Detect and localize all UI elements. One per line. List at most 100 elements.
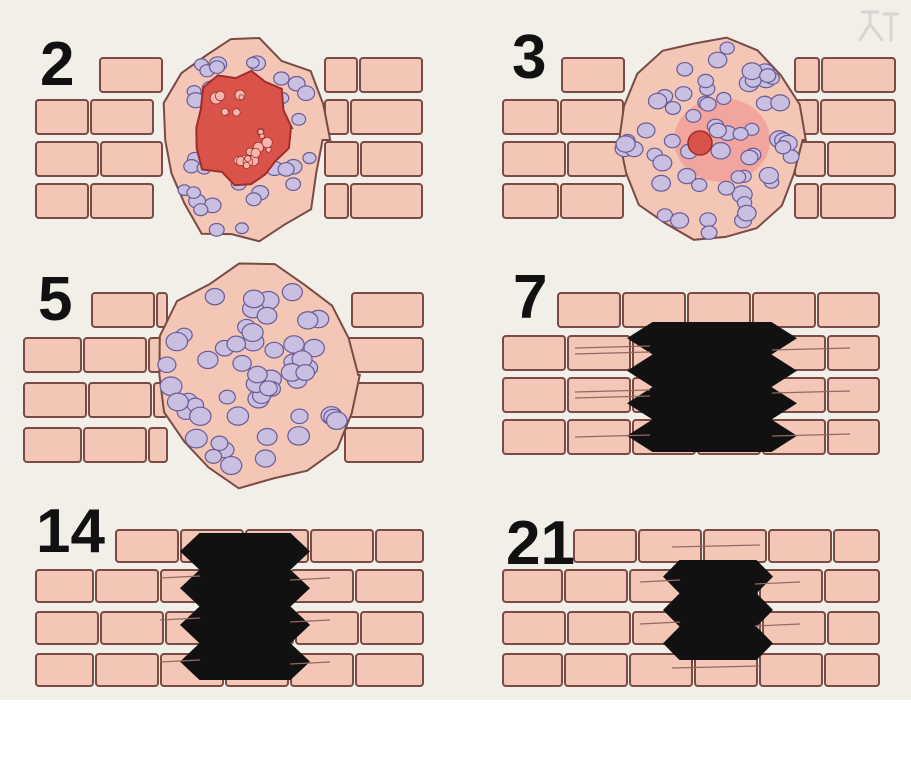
immune-cell <box>647 92 668 110</box>
immune-cell <box>232 354 252 372</box>
stage-panel-4: 7 <box>502 263 880 455</box>
tissue-cell <box>768 529 832 563</box>
tissue-cell <box>355 653 424 687</box>
tissue-cell <box>95 653 159 687</box>
immune-cell <box>699 96 717 112</box>
collagen-fiber <box>771 433 851 437</box>
collagen-fiber <box>574 395 651 399</box>
immune-cell <box>652 154 673 172</box>
tissue-cell <box>83 427 147 463</box>
immune-cell <box>157 356 177 374</box>
immune-cell <box>325 411 348 431</box>
tissue-cell <box>573 529 637 563</box>
platelet <box>261 136 273 149</box>
tissue-cell <box>824 653 880 687</box>
tissue-cell <box>502 653 563 687</box>
collagen-fiber <box>159 659 201 663</box>
immune-cell <box>254 449 277 468</box>
tissue-cell <box>794 57 820 93</box>
immune-cell <box>710 141 731 160</box>
immune-cell <box>287 426 311 446</box>
immune-cell <box>636 122 656 139</box>
tissue-cell <box>794 183 819 219</box>
immune-cell <box>774 140 792 155</box>
collagen-fiber <box>574 434 651 438</box>
immune-cell <box>302 151 317 165</box>
immune-cell <box>700 225 718 240</box>
tissue-cell <box>564 569 628 603</box>
immune-cell <box>730 170 747 184</box>
collagen-fiber <box>671 665 761 669</box>
immune-cell <box>664 100 682 115</box>
wound-feature <box>157 262 362 490</box>
immune-cell <box>699 212 717 228</box>
tissue-cell <box>502 141 566 177</box>
immune-cell <box>717 180 736 196</box>
wound-feature <box>614 36 807 241</box>
collagen-fiber <box>159 575 201 579</box>
immune-cell <box>737 204 757 222</box>
collagen-fiber <box>771 347 851 351</box>
residual-clot <box>687 130 713 156</box>
tissue-cell <box>821 57 896 93</box>
platelet <box>259 133 265 139</box>
immune-cell <box>707 51 728 69</box>
immune-cell <box>166 392 189 412</box>
tissue-cell <box>502 611 566 645</box>
tissue-cell <box>762 611 826 645</box>
collagen-fiber <box>771 390 851 394</box>
tissue-cell <box>148 427 168 463</box>
tissue-bricks <box>35 57 423 219</box>
tissue-cell <box>759 653 823 687</box>
collagen-fiber <box>574 345 651 349</box>
tissue-cell <box>557 292 621 328</box>
immune-cell <box>281 283 303 302</box>
tissue-cell <box>827 335 880 371</box>
tissue-cell <box>35 141 99 177</box>
tissue-cell <box>827 611 880 645</box>
tissue-cell <box>502 569 563 603</box>
immune-cell <box>189 406 212 426</box>
tissue-cell <box>324 57 358 93</box>
tissue-cell <box>833 529 880 563</box>
immune-cell <box>197 350 219 370</box>
immune-cell <box>740 149 759 166</box>
collagen-fiber <box>754 623 801 627</box>
tissue-cell <box>827 419 880 455</box>
immune-cell <box>259 380 278 397</box>
collagen-fiber <box>289 577 331 581</box>
immune-cell <box>184 428 208 449</box>
scar-tissue <box>180 533 310 680</box>
tissue-cell <box>752 292 816 328</box>
tissue-cell <box>567 377 631 413</box>
platelet <box>232 108 241 117</box>
wound-feature <box>574 322 851 452</box>
immune-cell <box>708 122 727 139</box>
immune-cell <box>759 68 777 83</box>
tissue-cell <box>156 292 168 328</box>
tissue-cell <box>820 183 896 219</box>
immune-cell <box>242 289 265 309</box>
immune-cell <box>277 161 295 177</box>
collagen-fiber <box>574 351 651 355</box>
immune-cell <box>204 287 226 306</box>
immune-cell <box>741 62 763 81</box>
tissue-cell <box>351 292 424 328</box>
tissue-cell <box>23 337 82 373</box>
immune-cell <box>210 435 229 452</box>
tissue-cell <box>375 529 424 563</box>
tissue-cell <box>350 183 423 219</box>
tissue-cell <box>629 653 693 687</box>
platelet <box>238 94 245 101</box>
tissue-cell <box>35 611 99 645</box>
wound-feature <box>159 533 331 680</box>
scar-tissue <box>663 560 773 660</box>
immune-cell <box>283 335 305 354</box>
platelet <box>220 107 229 116</box>
tissue-cell <box>687 292 751 328</box>
platelet <box>214 90 226 102</box>
tissue-cell <box>23 382 87 418</box>
platelet <box>242 161 251 170</box>
